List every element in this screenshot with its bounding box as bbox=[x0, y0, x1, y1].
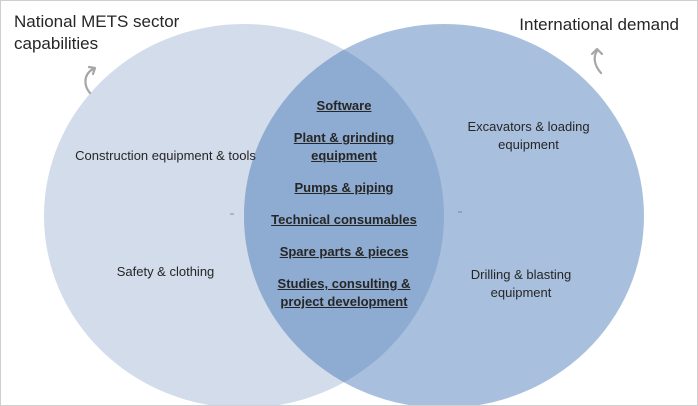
overlap-region bbox=[244, 24, 444, 405]
left-set-title: National METS sector capabilities bbox=[14, 12, 180, 53]
overlap-item-spare-parts: Spare parts & pieces bbox=[279, 244, 409, 259]
right-curved-arrow-icon bbox=[590, 47, 604, 75]
left-item-safety-clothing: Safety & clothing bbox=[116, 264, 215, 279]
right-set-title: International demand bbox=[519, 15, 679, 34]
left-curved-arrow-icon bbox=[84, 65, 97, 95]
left-item-construction-equipment: Construction equipment & tools bbox=[75, 148, 256, 163]
overlap-item-technical-consumables: Technical consumables bbox=[271, 212, 417, 227]
right-item-drilling-blasting: Drilling & blasting equipment bbox=[470, 267, 572, 300]
right-item-excavators: Excavators & loading equipment bbox=[467, 119, 590, 152]
overlap-item-studies-consulting: Studies, consulting & project developmen… bbox=[277, 276, 411, 309]
overlap-item-software: Software bbox=[316, 98, 372, 113]
overlap-item-plant-grinding: Plant & grinding equipment bbox=[293, 130, 395, 163]
overlap-item-pumps-piping: Pumps & piping bbox=[294, 180, 394, 195]
